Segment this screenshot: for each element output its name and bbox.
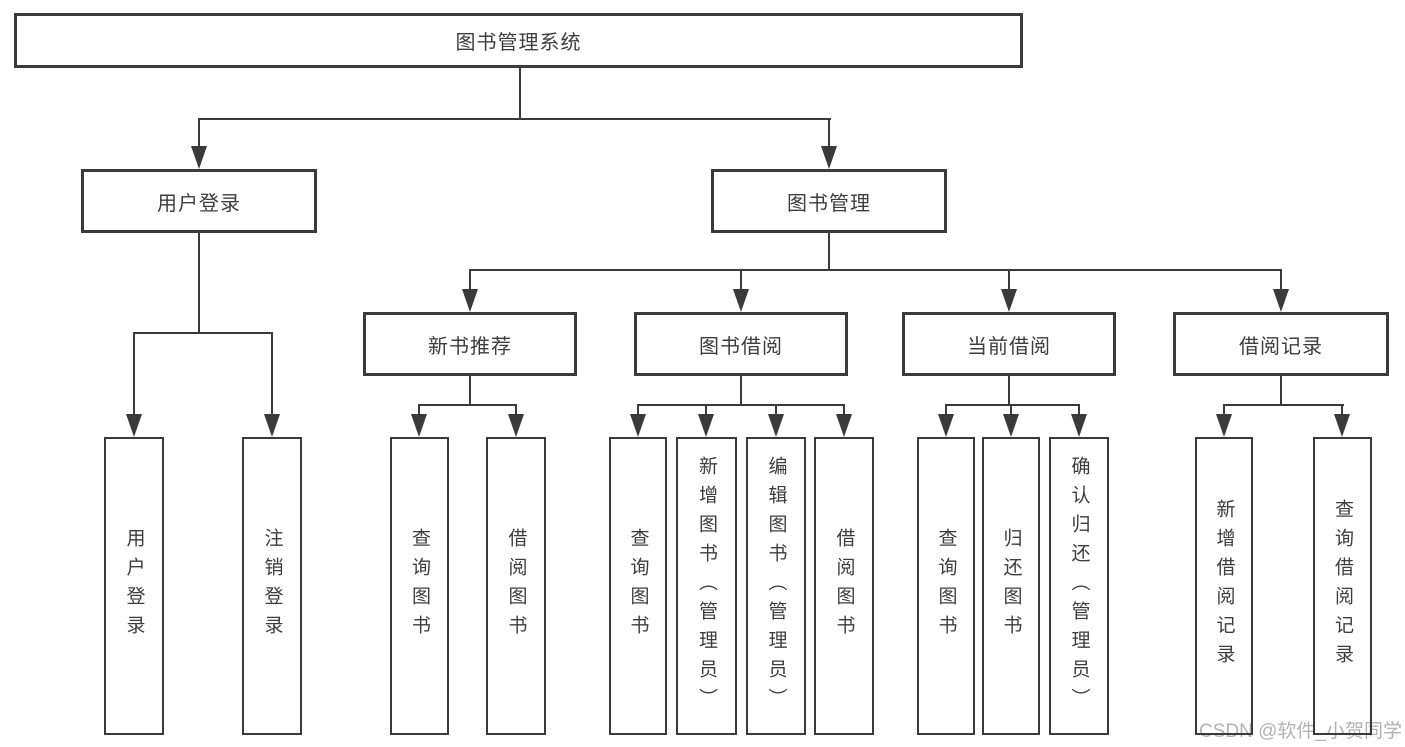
leaf-query-borrow-record: 查询借阅记录 [1313, 437, 1372, 735]
arrow-down-icon [768, 414, 784, 437]
connector-line [198, 118, 200, 148]
connector-line [1010, 404, 1012, 416]
node-book-management: 图书管理 [711, 169, 947, 233]
connector-line [1078, 404, 1080, 416]
connector-line [843, 404, 845, 416]
arrow-down-icon [126, 414, 142, 437]
leaf-borrow-books-recommend-label: 借阅图书 [505, 528, 527, 644]
leaf-query-books-borrowing: 查询图书 [609, 437, 667, 735]
leaf-query-borrow-record-label: 查询借阅记录 [1332, 499, 1353, 673]
connector-line [133, 332, 135, 416]
connector-line [945, 404, 1080, 406]
leaf-add-books-admin-label: 新增图书（管理员） [696, 455, 717, 717]
arrow-down-icon [1216, 414, 1232, 437]
leaf-query-books-recommend-label: 查询图书 [409, 528, 430, 644]
connector-line [469, 269, 471, 292]
node-current-borrowing: 当前借阅 [902, 312, 1116, 376]
arrow-down-icon [938, 414, 954, 437]
arrow-down-icon [1001, 289, 1017, 312]
connector-line [198, 233, 200, 334]
watermark: CSDN @软件_小贺同学 [1199, 721, 1402, 742]
connector-line [1280, 376, 1282, 406]
connector-line [1223, 404, 1344, 406]
leaf-query-books-recommend: 查询图书 [390, 437, 449, 735]
connector-line [945, 404, 947, 416]
leaf-add-books-admin: 新增图书（管理员） [676, 437, 737, 735]
leaf-query-books-current: 查询图书 [917, 437, 975, 735]
connector-line [519, 67, 521, 120]
connector-line [740, 376, 742, 406]
leaf-add-borrow-record-label: 新增借阅记录 [1213, 499, 1235, 673]
connector-line [1280, 269, 1282, 292]
connector-line [828, 118, 830, 148]
arrow-down-icon [508, 414, 524, 437]
leaf-edit-books-admin: 编辑图书（管理员） [746, 437, 806, 735]
connector-line [1008, 269, 1010, 292]
arrow-down-icon [698, 414, 714, 437]
connector-line [1008, 376, 1010, 406]
leaf-confirm-return-admin-label: 确认归还（管理员） [1068, 455, 1090, 717]
leaf-return-books: 归还图书 [982, 437, 1040, 735]
arrow-down-icon [264, 414, 280, 437]
leaf-user-login-label: 用户登录 [123, 528, 145, 644]
arrow-down-icon [733, 289, 749, 312]
leaf-borrow-books-borrowing-label: 借阅图书 [833, 528, 855, 644]
connector-line [469, 376, 471, 406]
leaf-confirm-return-admin: 确认归还（管理员） [1049, 437, 1109, 735]
arrow-down-icon [836, 414, 852, 437]
connector-line [637, 404, 845, 406]
connector-line [515, 404, 517, 416]
connector-line [133, 332, 273, 334]
leaf-query-books-borrowing-label: 查询图书 [627, 528, 649, 644]
connector-line [1341, 404, 1343, 416]
leaf-add-borrow-record: 新增借阅记录 [1195, 437, 1253, 735]
node-book-borrowing: 图书借阅 [634, 312, 848, 376]
leaf-query-books-current-label: 查询图书 [935, 528, 957, 644]
arrow-down-icon [191, 146, 207, 169]
node-library-management-system: 图书管理系统 [14, 13, 1023, 68]
node-new-book-recommendation: 新书推荐 [363, 312, 577, 376]
arrow-down-icon [1003, 414, 1019, 437]
leaf-return-books-label: 归还图书 [1000, 528, 1022, 644]
leaf-logout-label: 注销登录 [261, 528, 283, 644]
arrow-down-icon [630, 414, 646, 437]
leaf-borrow-books-recommend: 借阅图书 [486, 437, 546, 735]
arrow-down-icon [462, 289, 478, 312]
connector-line [271, 332, 273, 416]
arrow-down-icon [1334, 414, 1350, 437]
connector-line [1223, 404, 1225, 416]
connector-line [740, 269, 742, 292]
connector-line [828, 233, 830, 271]
arrow-down-icon [1273, 289, 1289, 312]
arrow-down-icon [821, 146, 837, 169]
connector-line [198, 118, 831, 120]
node-borrowing-records: 借阅记录 [1173, 312, 1389, 376]
leaf-logout: 注销登录 [242, 437, 302, 735]
leaf-borrow-books-borrowing: 借阅图书 [814, 437, 874, 735]
arrow-down-icon [1071, 414, 1087, 437]
connector-line [705, 404, 707, 416]
connector-line [637, 404, 639, 416]
connector-line [469, 269, 1282, 271]
connector-line [775, 404, 777, 416]
connector-line [418, 404, 517, 406]
connector-line [418, 404, 420, 416]
node-user-login: 用户登录 [81, 169, 317, 233]
leaf-user-login: 用户登录 [104, 437, 164, 735]
leaf-edit-books-admin-label: 编辑图书（管理员） [765, 455, 787, 717]
arrow-down-icon [411, 414, 427, 437]
